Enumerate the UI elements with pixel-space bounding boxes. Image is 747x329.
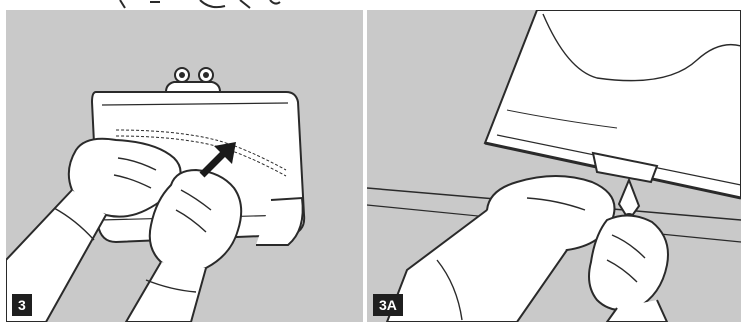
step-number-badge: 3A [373, 294, 403, 316]
step-panel-3a: 3A [367, 10, 741, 322]
bag-massage-illustration [6, 10, 363, 322]
port-connection-illustration [367, 10, 741, 322]
step-number-badge: 3 [12, 294, 32, 316]
step-panel-3: 3 [6, 10, 363, 322]
